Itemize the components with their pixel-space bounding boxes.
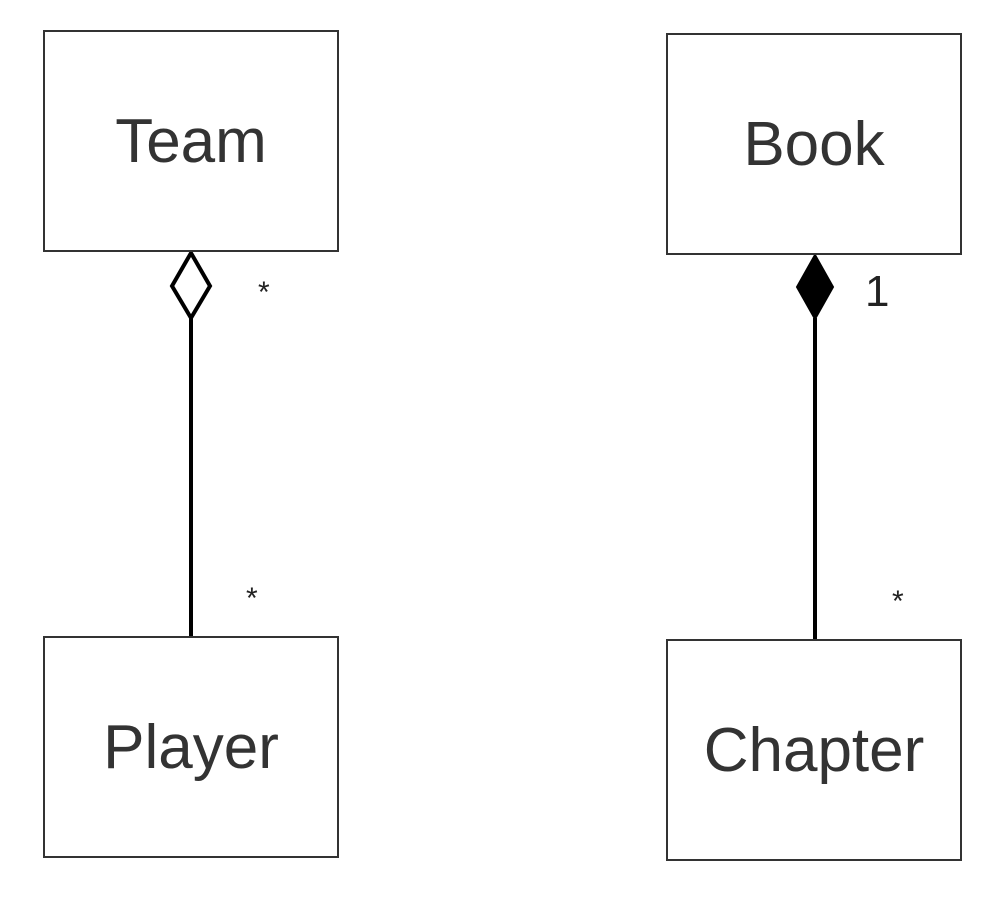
chapter-class-box: Chapter [666,639,962,861]
player-class-box: Player [43,636,339,858]
team-class-box: Team [43,30,339,252]
team-class-name: Team [115,106,267,176]
chapter-class-name: Chapter [703,715,925,785]
chapter-multiplicity: * [892,585,904,618]
team-multiplicity: * [258,276,270,309]
book-multiplicity: 1 [865,267,890,316]
hollow-diamond-icon [169,248,213,322]
book-class-name: Book [743,109,885,179]
player-multiplicity: * [246,582,258,615]
filled-diamond-icon [795,252,835,322]
player-class-name: Player [103,712,279,782]
book-class-box: Book [666,33,962,255]
